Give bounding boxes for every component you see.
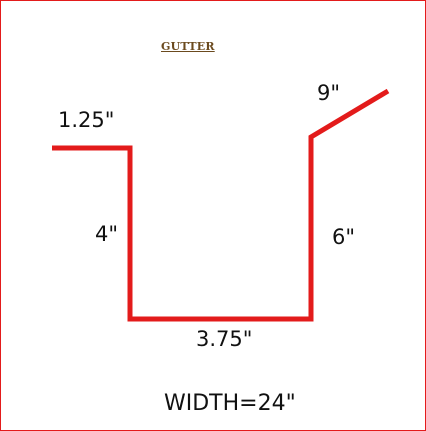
gutter-profile-line xyxy=(52,88,390,322)
width-label: WIDTH=24" xyxy=(164,391,296,416)
top-left-lip-label: 1.25" xyxy=(58,108,115,132)
right-side-label: 6" xyxy=(332,225,356,249)
top-right-lip-label: 9" xyxy=(317,81,341,105)
diagram-title: GUTTER xyxy=(161,40,215,53)
left-side-label: 4" xyxy=(95,222,119,246)
bottom-label: 3.75" xyxy=(196,327,253,351)
